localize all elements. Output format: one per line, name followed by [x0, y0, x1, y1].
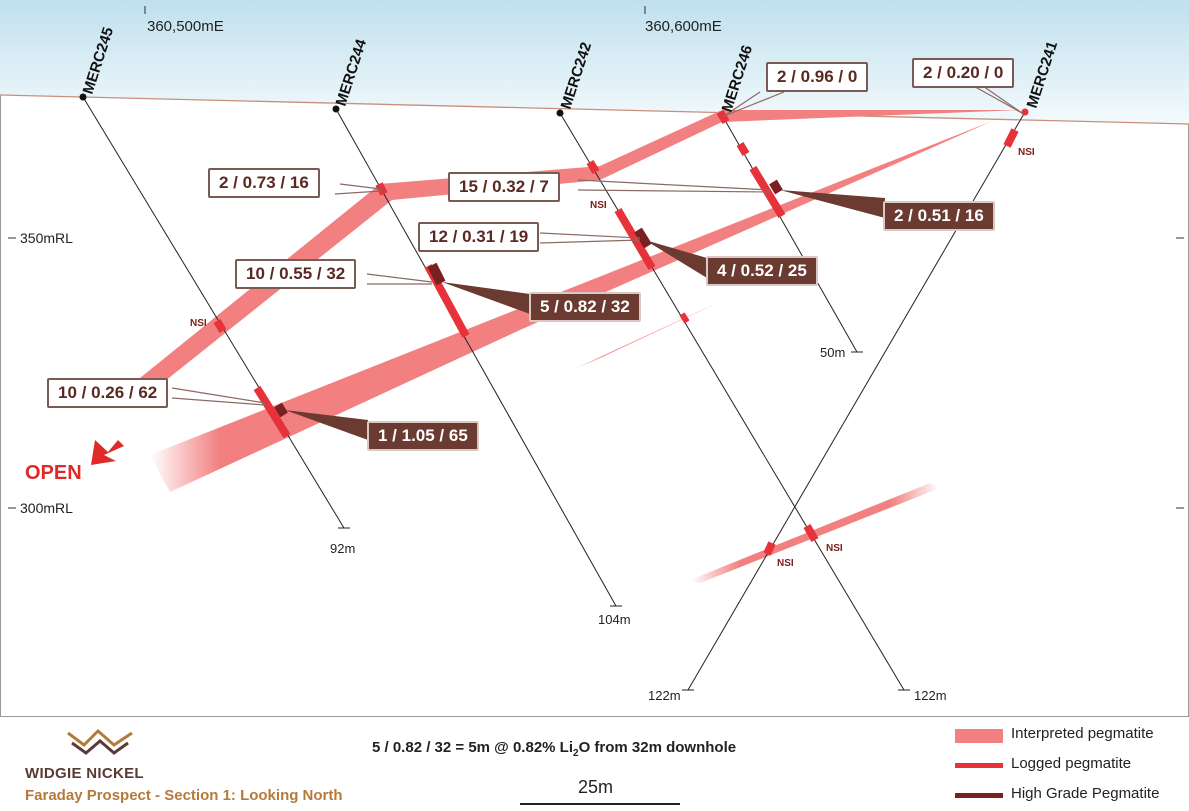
legend-label-highgrade: High Grade Pegmatite	[1011, 785, 1160, 802]
legend-swatch-logged	[955, 763, 1003, 768]
legend-swatch-highgrade	[955, 793, 1003, 798]
nsi-label-merc242-lower: NSI	[826, 543, 843, 554]
topography-line	[0, 94, 1189, 125]
highgrade-merc246: 2 / 0.51 / 16	[883, 201, 995, 231]
callout-leaders	[171, 83, 1023, 406]
intercept-merc244-upper: 2 / 0.73 / 16	[208, 168, 320, 198]
scale-bar	[520, 803, 680, 805]
easting-label-2: 360,600mE	[645, 18, 722, 35]
logged-seg-merc241-a	[1003, 128, 1019, 148]
logged-seg-merc244-a	[375, 182, 388, 196]
easting-label-1: 360,500mE	[147, 18, 224, 35]
logged-seg-merc242-a	[586, 159, 600, 175]
logged-seg-merc246-a	[716, 109, 730, 125]
cross-section: 360,500mE 360,600mE 350mRL 300mRL MERC24…	[0, 0, 1189, 703]
logged-seg-merc245-b	[253, 385, 291, 439]
upper-pegmatite-band	[140, 110, 1020, 393]
company-logo-icon	[67, 728, 133, 755]
collar-merc242	[556, 109, 564, 117]
nsi-label-merc241-lower: NSI	[777, 558, 794, 569]
highgrade-seg-merc242	[634, 227, 652, 249]
depth-label-merc244: 104m	[598, 612, 631, 627]
rl-label-1: 350mRL	[20, 230, 73, 246]
callout-dark-pointers	[285, 190, 885, 440]
highgrade-merc244: 5 / 0.82 / 32	[529, 292, 641, 322]
highgrade-seg-merc246	[769, 179, 783, 195]
intercept-merc241-top: 2 / 0.20 / 0	[912, 58, 1015, 88]
open-arrow-icon	[91, 440, 124, 465]
intercept-definition: 5 / 0.82 / 32 = 5m @ 0.82% Li2O from 32m…	[372, 739, 736, 759]
logged-seg-merc241-b	[763, 541, 776, 556]
nsi-label-merc241-upper: NSI	[1018, 147, 1035, 158]
depth-label-merc245: 92m	[330, 541, 355, 556]
intercept-merc244-mid: 10 / 0.55 / 32	[235, 259, 357, 289]
intercept-merc246-top: 2 / 0.96 / 0	[766, 62, 869, 92]
legend-label-interpreted: Interpreted pegmatite	[1011, 725, 1154, 742]
company-name: WIDGIE NICKEL	[25, 765, 144, 782]
nsi-label-merc245: NSI	[190, 318, 207, 329]
figure-caption: Faraday Prospect - Section 1: Looking No…	[25, 787, 343, 804]
intercept-merc242-mid: 12 / 0.31 / 19	[418, 222, 540, 252]
footer-panel: WIDGIE NICKEL Faraday Prospect - Section…	[0, 716, 1189, 811]
depth-label-merc246: 50m	[820, 345, 845, 360]
collar-merc241	[1021, 108, 1029, 116]
open-label: OPEN	[25, 462, 82, 484]
hole-trace-merc242	[559, 112, 905, 691]
logged-seg-merc246-b	[736, 141, 750, 157]
sky-area	[0, 0, 1189, 124]
intercept-merc246-mid: 15 / 0.32 / 7	[448, 172, 560, 202]
legend-swatch-interpreted	[955, 729, 1003, 743]
highgrade-seg-merc245	[274, 402, 288, 418]
legend-label-logged: Logged pegmatite	[1011, 755, 1132, 772]
collar-merc244	[332, 105, 340, 113]
highgrade-merc242: 4 / 0.52 / 25	[706, 256, 818, 286]
scale-bar-label: 25m	[578, 777, 614, 797]
definition-subscript: 2	[573, 748, 579, 759]
logged-seg-merc242-b	[614, 207, 656, 271]
minor-pegmatite-lens	[572, 296, 732, 370]
logged-seg-merc245-a	[213, 318, 227, 334]
depth-label-merc242: 122m	[914, 688, 947, 703]
hole-trace-merc245	[82, 96, 345, 529]
logged-seg-merc242-c	[679, 312, 690, 324]
rl-label-2: 300mRL	[20, 500, 73, 516]
definition-tail: O from 32m downhole	[578, 739, 737, 756]
definition-main: 5 / 0.82 / 32 = 5m @ 0.82% Li	[372, 739, 573, 756]
highgrade-merc245: 1 / 1.05 / 65	[367, 421, 479, 451]
highgrade-seg-merc244	[427, 262, 446, 286]
nsi-label-merc242: NSI	[590, 200, 607, 211]
logged-seg-merc242-d	[803, 524, 819, 542]
depth-label-merc241: 122m	[648, 688, 681, 703]
collar-merc245	[79, 93, 87, 101]
intercept-merc245-lower: 10 / 0.26 / 62	[47, 378, 169, 408]
